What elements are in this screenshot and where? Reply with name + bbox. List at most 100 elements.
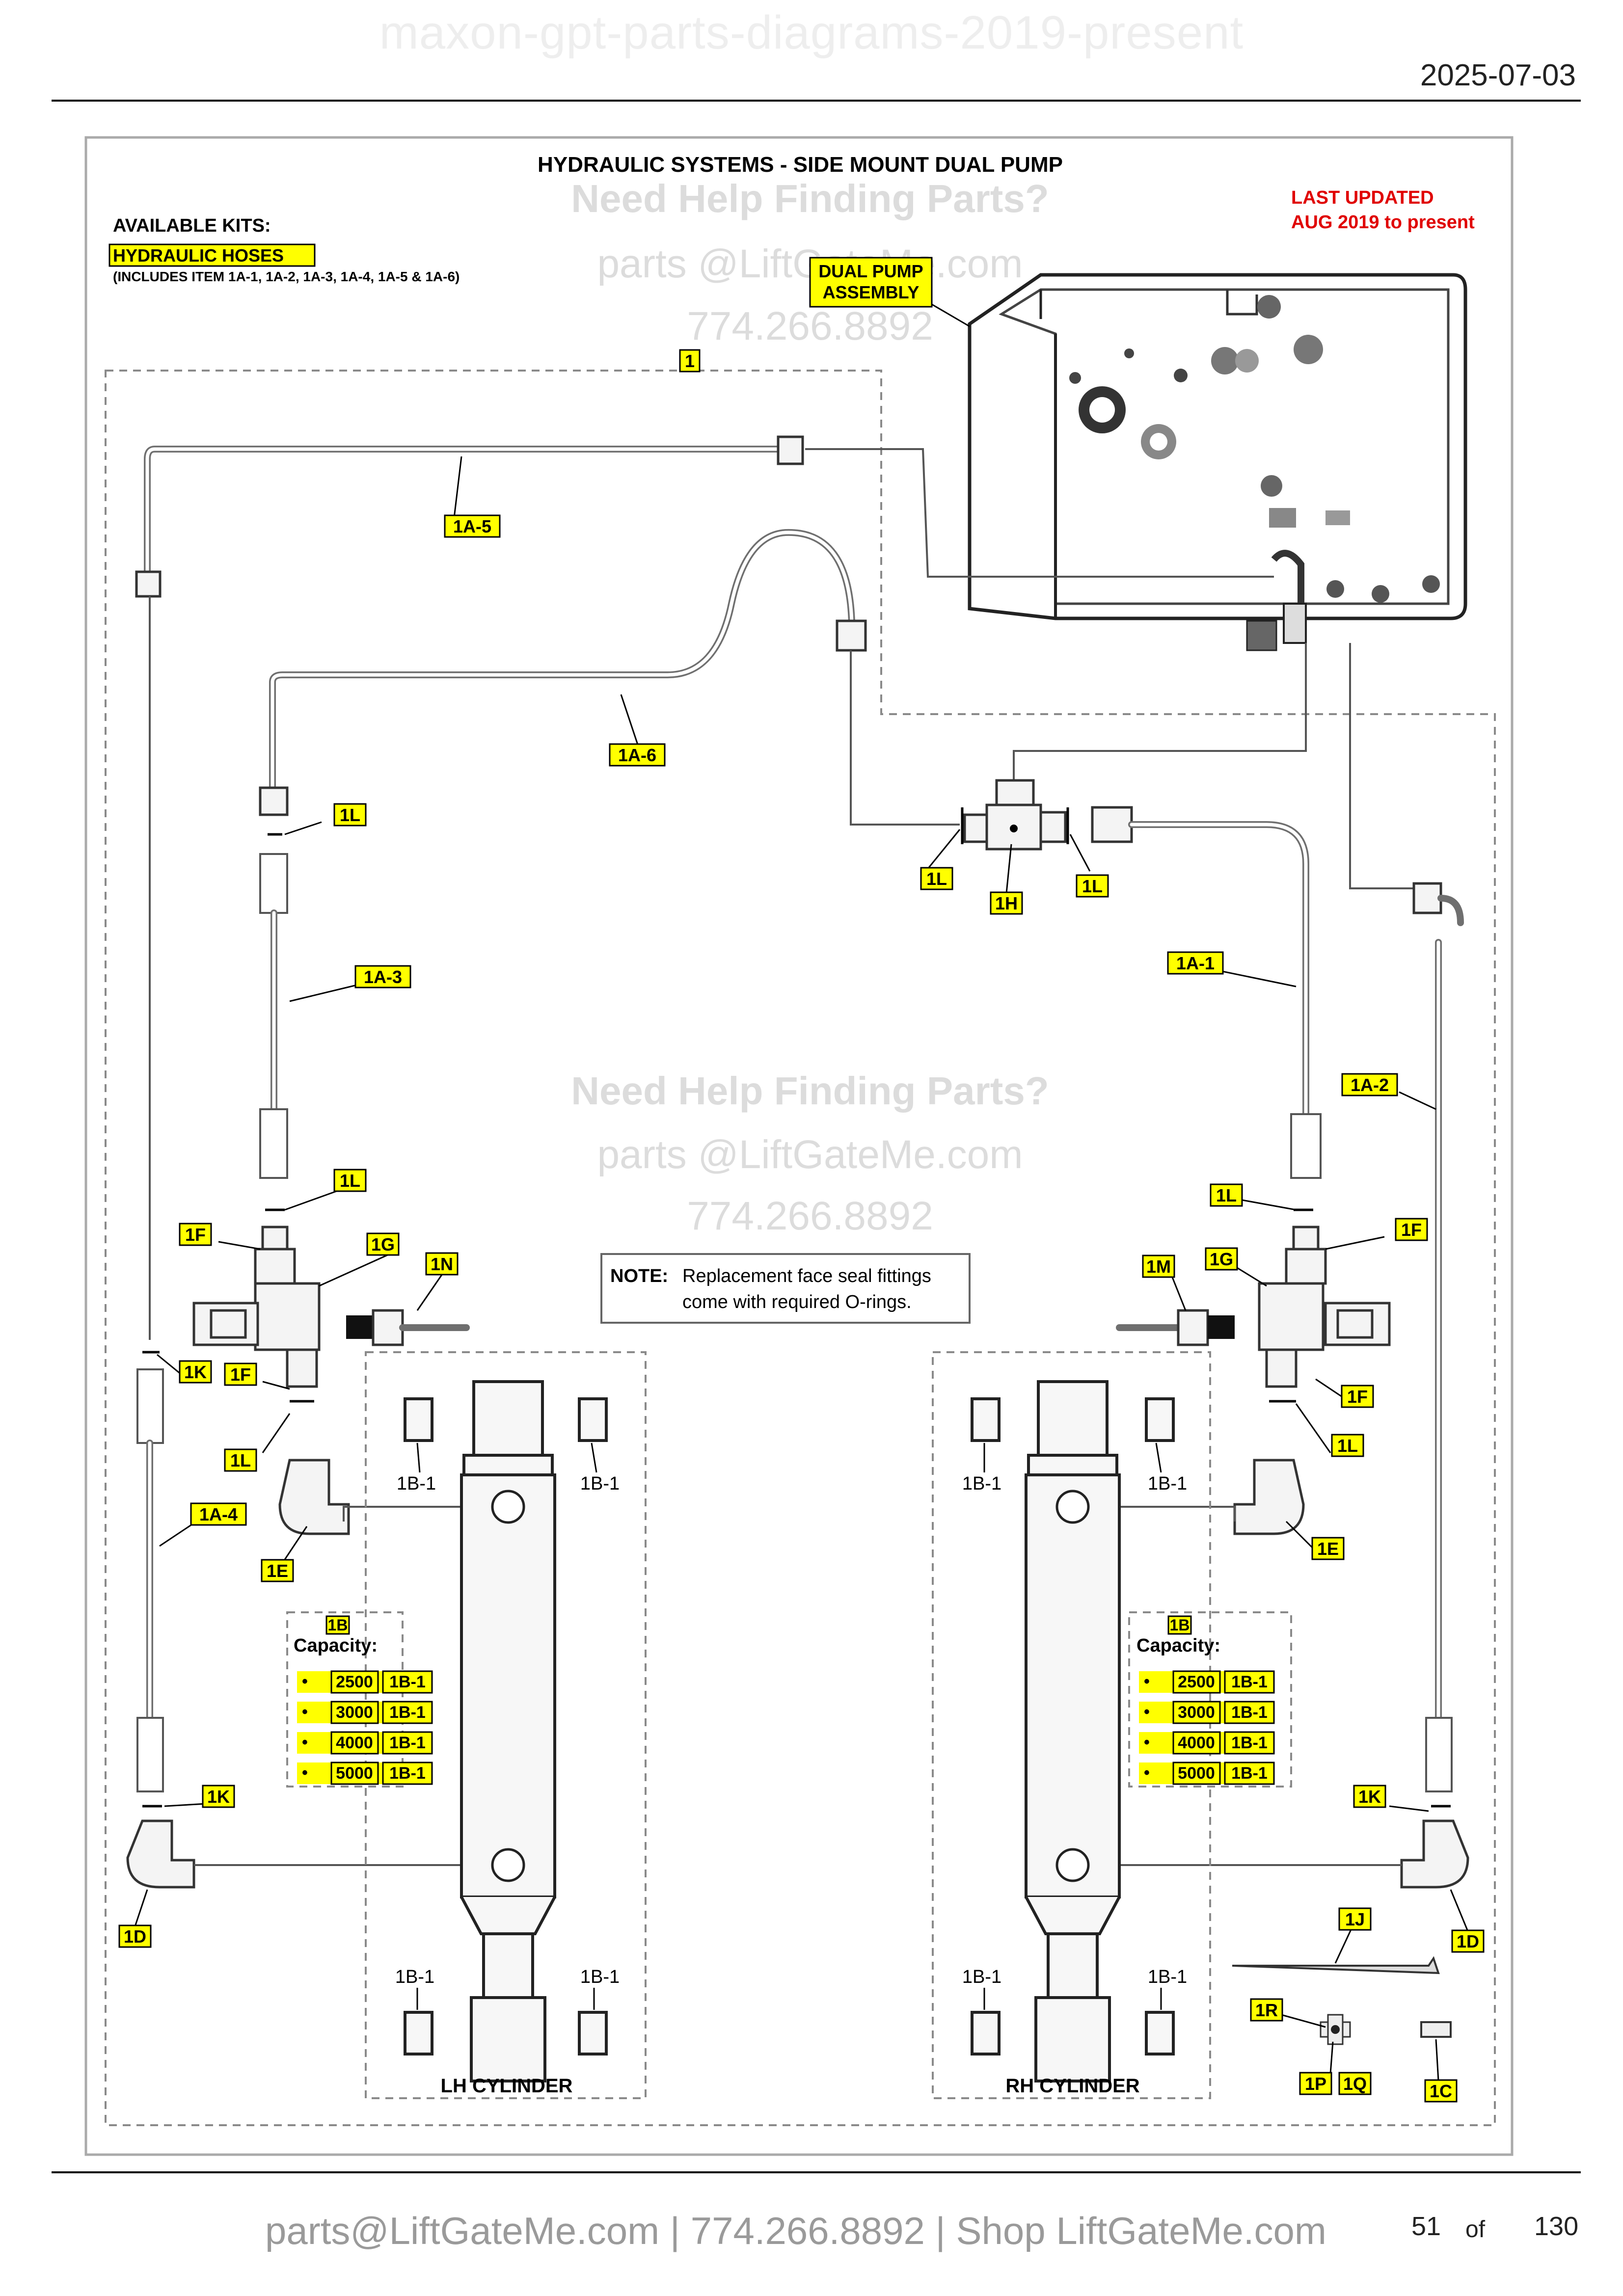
svg-text:1G: 1G [371,1234,395,1255]
svg-text:5000: 5000 [1178,1764,1215,1783]
svg-text:Capacity:: Capacity: [1136,1635,1220,1656]
callout-hose-1a3: 1A-3 [354,965,411,988]
svg-text:1P: 1P [1305,2074,1326,2094]
svg-text:1B: 1B [328,1616,348,1634]
callout-oring-1k-c: 1K [1353,1785,1386,1808]
svg-text:•: • [1144,1763,1150,1782]
bushing-rh-tl [971,1397,1001,1442]
hose-1a1-end [1290,1113,1322,1179]
callout-oring-1k-a: 1K [179,1360,212,1384]
svg-text:1E: 1E [267,1561,288,1581]
available-kits-heading: AVAILABLE KITS: [113,215,271,236]
cable-tie-1j [1232,1956,1440,1975]
svg-text:1B-1: 1B-1 [389,1703,426,1722]
callout-item-1p: 1P [1299,2072,1332,2095]
hose-1a4-end [136,1717,164,1792]
callout-fitting-1f-a: 1F [179,1223,212,1246]
capacity-table-right: 1B Capacity: [1128,1611,1292,1788]
kit-hydraulic-hoses-box [108,243,316,267]
svg-text:1A-1: 1A-1 [1176,953,1215,973]
callout-elbow-1d-left: 1D [118,1924,152,1948]
svg-text:1A-3: 1A-3 [364,967,402,987]
callout-fitting-1f-b: 1F [224,1362,257,1386]
svg-text:1M: 1M [1146,1256,1171,1277]
svg-text:2500: 2500 [336,1673,373,1691]
svg-text:1C: 1C [1430,2081,1452,2101]
watermark-middle: Need Help Finding Parts? parts @LiftGate… [571,1069,1049,1238]
callout-elbow-1e-left: 1E [261,1559,294,1582]
label-1b1-rh-tr: 1B-1 [1148,1473,1187,1494]
callout-oring-1l-c: 1L [1076,874,1109,898]
callout-elbow-1d-right: 1D [1451,1929,1485,1953]
callout-block-1g-left: 1G [366,1232,400,1256]
svg-text:1L: 1L [1337,1436,1358,1456]
svg-text:1B-1: 1B-1 [389,1764,426,1783]
svg-text:1F: 1F [230,1364,251,1385]
svg-text:1B-1: 1B-1 [389,1673,426,1691]
label-1b1-lh-tr: 1B-1 [580,1473,620,1494]
svg-text:1D: 1D [124,1926,146,1947]
callout-item-1: 1 [679,349,701,373]
valve-block-right [1258,1208,1391,1403]
svg-text:3000: 3000 [336,1703,373,1722]
bushing-lh-tl [404,1397,433,1442]
svg-text:Need Help Finding Parts?: Need Help Finding Parts? [571,177,1049,220]
svg-text:1F: 1F [1347,1387,1368,1407]
nut-1a6 [836,619,867,652]
document-date: 2025-07-03 [1420,58,1576,92]
page-number: 51 [1411,2212,1441,2241]
callout-oring-1l-d: 1L [333,1169,367,1192]
svg-text:2500: 2500 [1178,1673,1215,1691]
bushing-rh-br [1145,2011,1175,2056]
svg-text:1R: 1R [1255,2000,1278,2020]
svg-text:•: • [302,1703,308,1721]
lh-cylinder [460,1380,556,2082]
last-updated-range: AUG 2019 to present [1291,212,1475,233]
valve-1n [346,1309,470,1346]
svg-text:1A-2: 1A-2 [1351,1075,1389,1095]
part-1r-1p-1q [1320,2014,1351,2045]
callout-hose-1a5: 1A-5 [444,514,501,538]
svg-text:1K: 1K [1358,1787,1381,1807]
callout-oring-1k-b: 1K [202,1785,235,1808]
rh-cylinder-label: RH CYLINDER [1005,2075,1139,2097]
bushing-lh-br [578,2011,608,2056]
nut-1a5-left [135,570,162,598]
source-title: maxon-gpt-parts-diagrams-2019-present [379,6,1244,59]
callout-fitting-1f-d: 1F [1341,1385,1374,1408]
hose-1a3-end [259,1108,288,1179]
callout-item-1q: 1Q [1338,2072,1372,2095]
callout-oring-1l-f: 1L [224,1448,257,1472]
diagram-title: HYDRAULIC SYSTEMS - SIDE MOUNT DUAL PUMP [538,153,1063,177]
callout-fitting-1f-c: 1F [1395,1218,1428,1241]
svg-text:1L: 1L [340,805,360,825]
svg-text:774.266.8892: 774.266.8892 [687,304,933,348]
valve-block-left [192,1208,321,1403]
callout-leaders [134,456,1469,2082]
elbow-1a2-top [1412,882,1442,914]
callout-tee-1h: 1H [990,891,1023,915]
callout-oring-1l-a: 1L [333,803,367,827]
kit-hydraulic-hoses: HYDRAULIC HOSES [113,245,284,266]
svg-text:parts @LiftGateMe.com: parts @LiftGateMe.com [597,1132,1023,1177]
svg-text:1B: 1B [1170,1616,1190,1634]
callout-oring-1l-e: 1L [1210,1183,1243,1207]
nut-1a6-lower [259,786,289,816]
callout-tie-1j: 1J [1338,1907,1372,1931]
svg-text:1Q: 1Q [1343,2074,1367,2094]
svg-text:1E: 1E [1317,1539,1339,1559]
part-1c [1420,2021,1452,2038]
capacity-table-left: 1B Capacity: [286,1611,404,1788]
svg-text:1L: 1L [230,1450,251,1470]
callout-oring-1l-b: 1L [920,867,953,890]
callout-item-1r: 1R [1250,1998,1283,2022]
svg-text:1L: 1L [1082,876,1103,896]
svg-text:4000: 4000 [1178,1734,1215,1752]
bushing-rh-tr [1145,1397,1175,1442]
svg-text:1A-4: 1A-4 [199,1504,238,1524]
